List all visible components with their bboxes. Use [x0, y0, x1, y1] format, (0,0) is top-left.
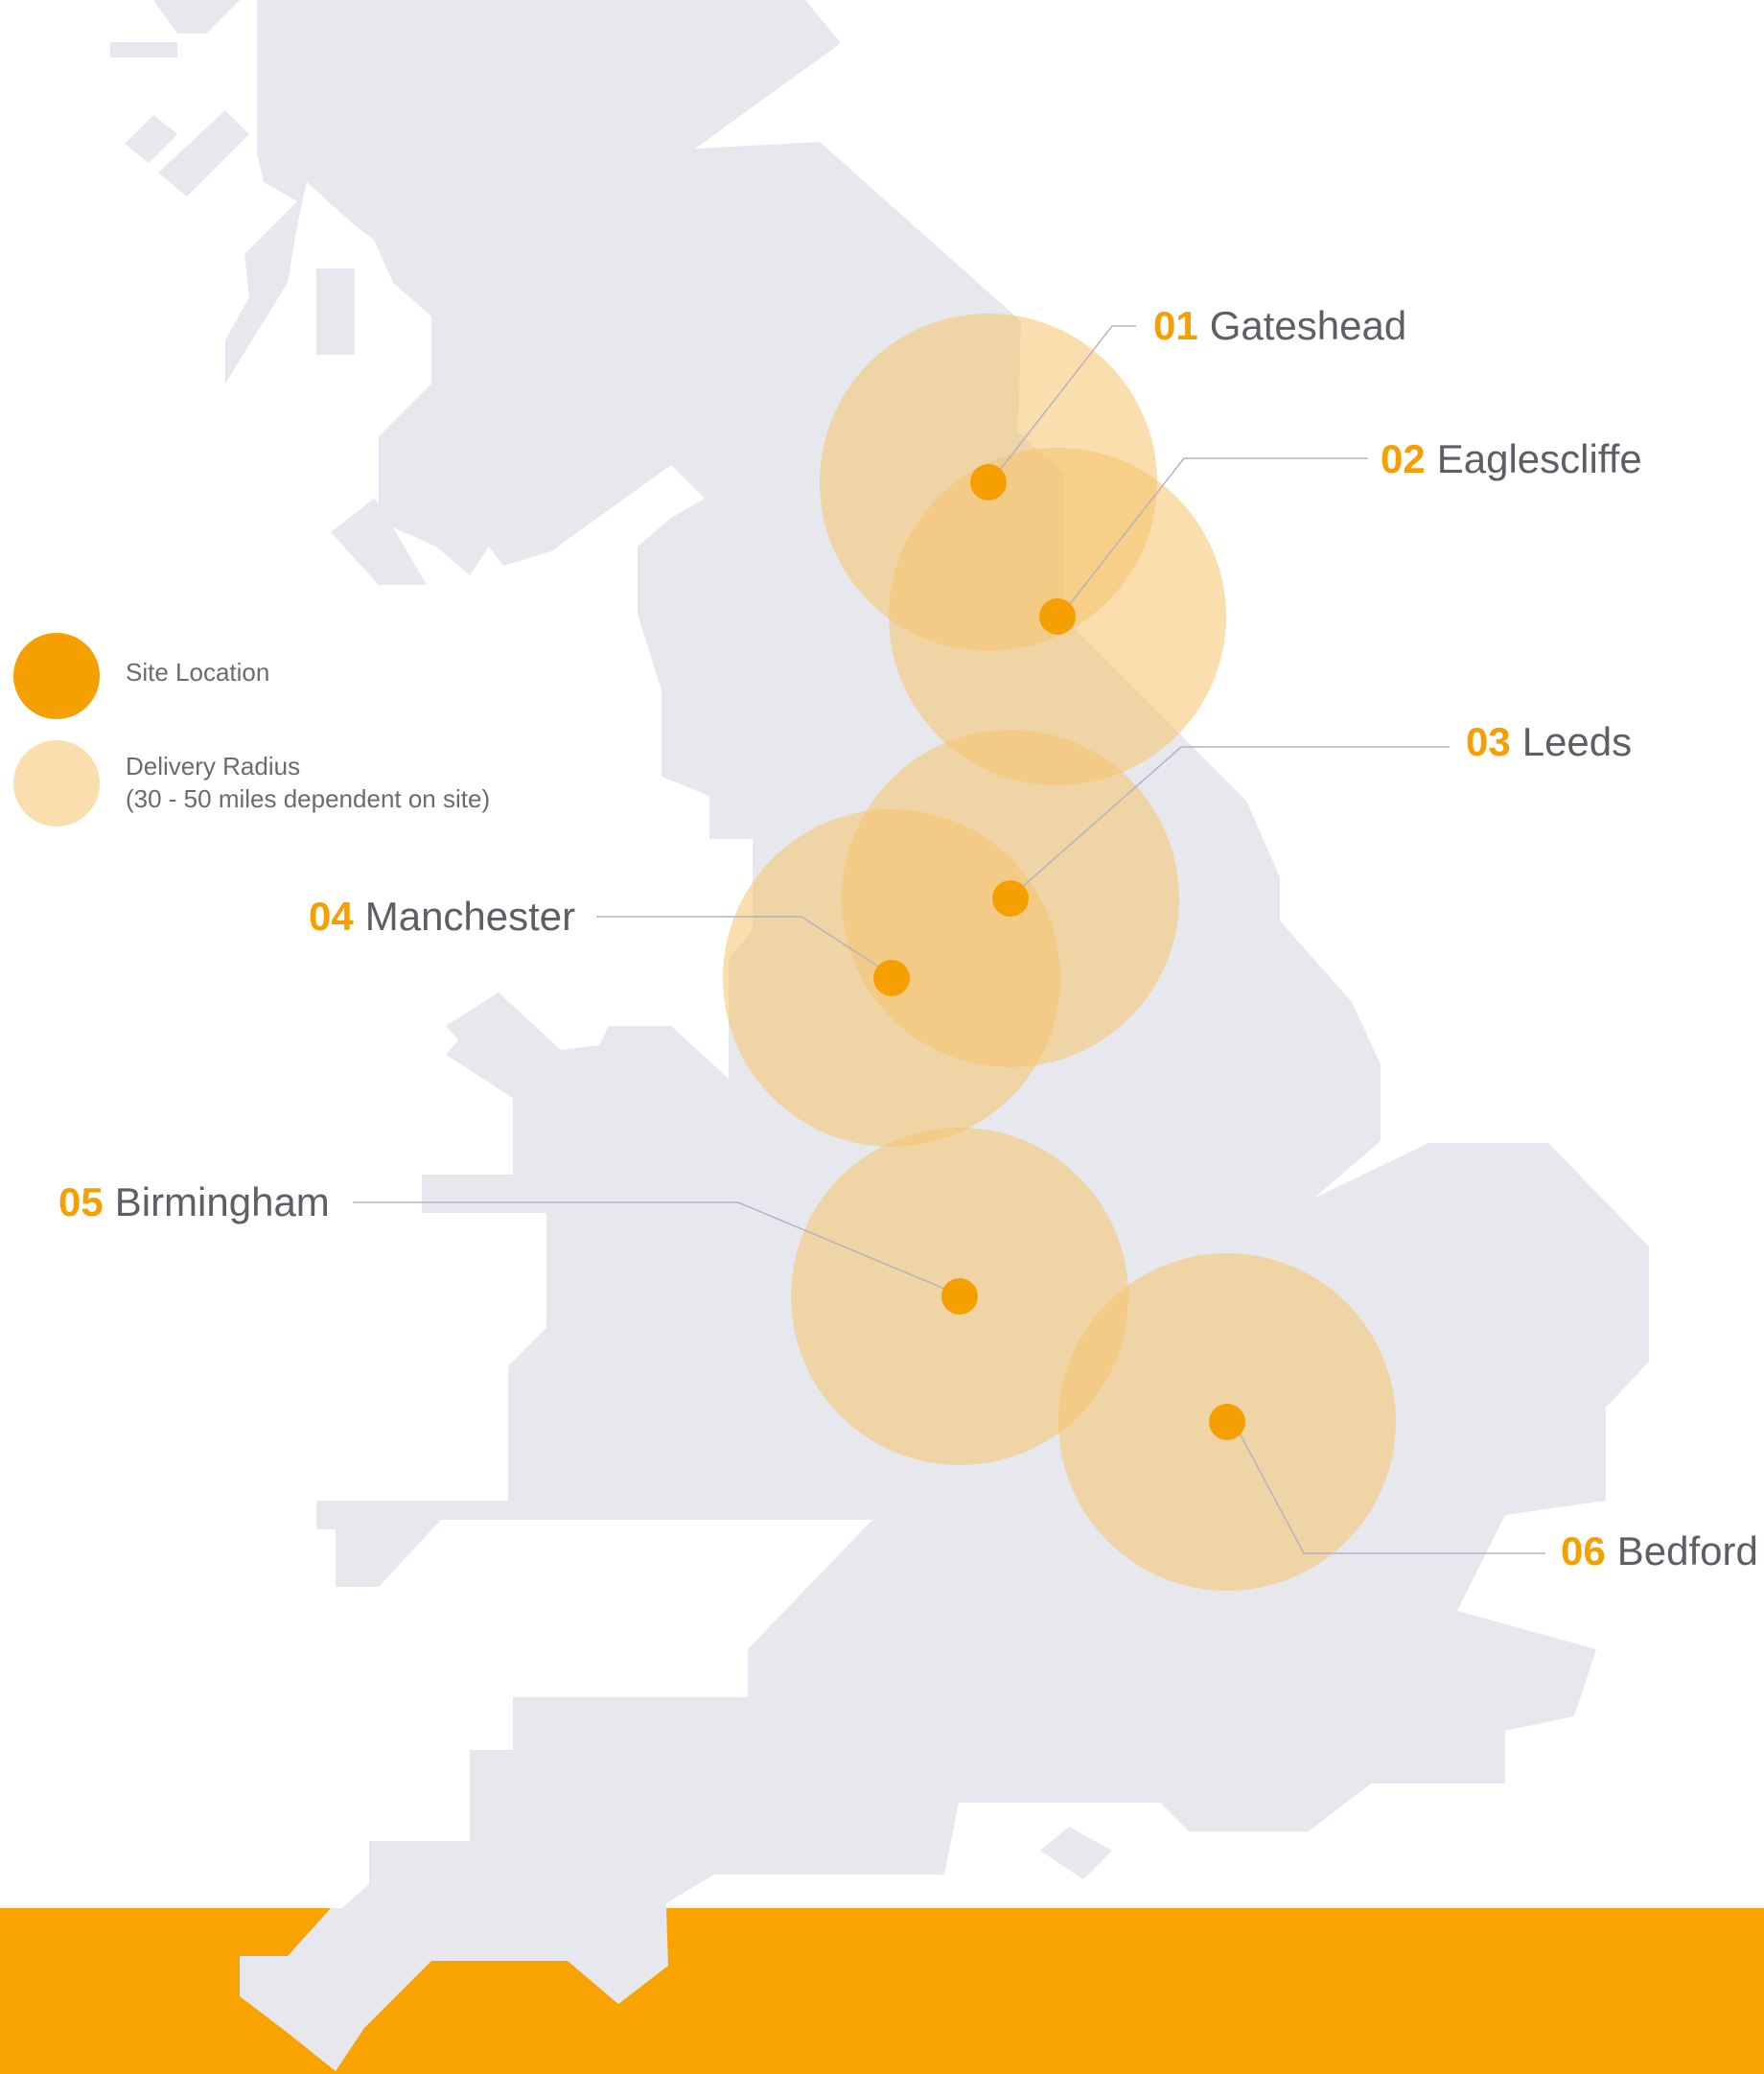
island-north-2 — [110, 42, 177, 58]
site-number: 06 — [1561, 1528, 1606, 1573]
island-strip-2 — [158, 110, 249, 197]
site-name: Gateshead — [1209, 303, 1407, 348]
site-name: Birmingham — [114, 1179, 330, 1224]
leader-line-layer — [353, 325, 1545, 1554]
site-marker-gateshead[interactable] — [970, 464, 1007, 501]
site-marker-birmingham[interactable] — [941, 1278, 978, 1315]
island-isle-of-wight — [1040, 1827, 1112, 1879]
leader-line-birmingham — [353, 1201, 950, 1292]
leader-line-leeds — [1019, 746, 1450, 890]
site-name: Bedford — [1616, 1528, 1758, 1573]
site-number: 03 — [1466, 719, 1511, 764]
island-small-1 — [316, 268, 355, 355]
leader-line-bedford — [1237, 1429, 1545, 1554]
site-marker-bedford[interactable] — [1209, 1404, 1245, 1440]
island-north-1 — [153, 0, 240, 34]
site-number: 04 — [309, 894, 354, 939]
island-strip-1 — [125, 115, 177, 163]
leader-line-manchester — [596, 916, 884, 970]
delivery-radius-swatch — [13, 740, 100, 827]
cornwall-peninsula — [240, 1908, 668, 2071]
site-name: Manchester — [364, 894, 576, 939]
site-marker-leeds[interactable] — [992, 880, 1029, 917]
land-over-footer — [240, 1908, 668, 2071]
site-location-swatch — [13, 633, 100, 719]
leader-line-eaglescliffe — [1065, 457, 1368, 610]
site-marker-manchester[interactable] — [873, 960, 910, 996]
site-marker-eaglescliffe[interactable] — [1039, 598, 1076, 635]
map-legend: Site Location Delivery Radius (30 - 50 m… — [13, 633, 627, 827]
site-number: 01 — [1153, 303, 1198, 348]
island-isle-of-man — [446, 992, 551, 1084]
site-name: Eaglescliffe — [1436, 436, 1642, 481]
site-number: 05 — [58, 1179, 104, 1224]
legend-radius-label: Delivery Radius — [126, 752, 301, 781]
site-number: 02 — [1381, 436, 1426, 481]
legend-delivery-radius: Delivery Radius (30 - 50 miles dependent… — [13, 740, 627, 827]
site-layer — [873, 464, 1245, 1440]
leader-line-gateshead — [996, 325, 1136, 475]
legend-site-location: Site Location — [13, 633, 627, 719]
legend-site-label: Site Location — [126, 658, 270, 687]
site-name: Leeds — [1521, 719, 1633, 764]
legend-radius-note: (30 - 50 miles dependent on site) — [126, 784, 491, 813]
